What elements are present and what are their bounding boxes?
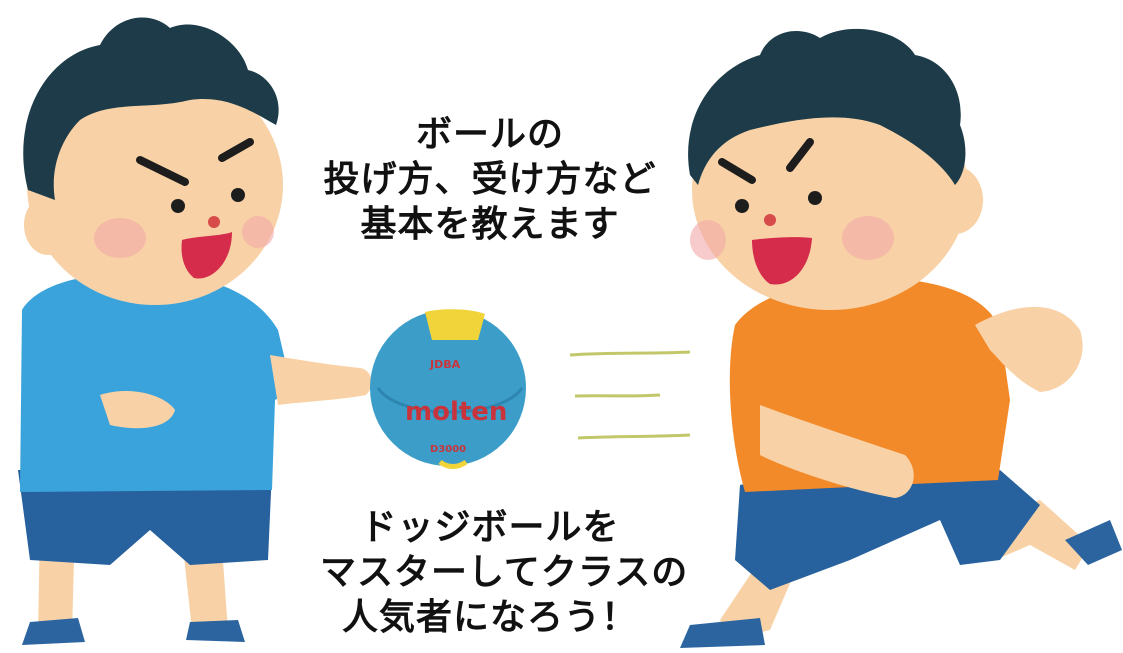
- caption-top-line-3: 基本を教えます: [360, 204, 620, 245]
- speed-lines: [569, 350, 691, 440]
- left-boy-shorts: [18, 470, 272, 565]
- ball-bottom-patch: [438, 459, 468, 469]
- ball-seam: [376, 387, 524, 414]
- right-boy-foot-back: [1065, 520, 1122, 565]
- left-boy-cheek: [94, 218, 146, 258]
- speed-line-top: [569, 350, 691, 357]
- left-boy-eye-right: [231, 188, 245, 202]
- right-boy-shorts: [735, 470, 1040, 590]
- left-boy-eyebrow-left: [136, 156, 189, 186]
- left-boy-cheek-right: [242, 216, 274, 248]
- right-boy-arm-front: [760, 405, 914, 498]
- caption-top-line-2: 投げ方、受け方など: [323, 159, 657, 200]
- right-boy-eyebrow-left: [718, 158, 756, 184]
- left-boy-arm-extended: [270, 355, 372, 405]
- right-boy: [680, 28, 1122, 648]
- dodgeball: JDBA molten D3000: [370, 309, 526, 469]
- caption-bottom: ドッジボールを マスターしてクラスの 人気者になろう！: [320, 505, 689, 640]
- ball-yellow-patch: [425, 309, 485, 340]
- left-boy-eye-left: [171, 199, 185, 213]
- right-boy-arm-raised: [975, 306, 1083, 392]
- left-boy-mouth: [181, 232, 232, 279]
- ball-top-mark: JDBA: [429, 358, 461, 371]
- caption-bottom-line-2: マスターしてクラスの: [320, 552, 689, 593]
- right-boy-mouth: [752, 237, 812, 285]
- right-boy-foot-front: [680, 618, 765, 648]
- right-boy-cheek-right: [842, 216, 894, 260]
- right-boy-hair: [688, 28, 966, 185]
- left-boy-ear: [24, 195, 72, 255]
- right-boy-ear: [927, 166, 983, 234]
- ball-brand: molten: [405, 397, 507, 427]
- left-boy: [18, 17, 372, 645]
- left-boy-hair: [23, 17, 279, 201]
- caption-bottom-line-1: ドッジボールを: [360, 507, 620, 548]
- left-boy-eyebrow-right: [218, 138, 254, 162]
- caption-top: ボールの 投げ方、受け方など 基本を教えます: [320, 112, 660, 247]
- ball-bottom-mark: D3000: [430, 444, 466, 455]
- caption-bottom-line-3: 人気者になろう！: [341, 597, 638, 638]
- speed-line-middle: [574, 393, 661, 398]
- right-boy-nose: [764, 214, 776, 226]
- ball-body: [370, 310, 526, 466]
- caption-top-line-1: ボールの: [415, 114, 564, 155]
- left-boy-foot-right: [186, 620, 245, 642]
- speed-line-bottom: [577, 433, 691, 440]
- left-boy-arm-folded: [100, 390, 175, 429]
- right-boy-eye-left: [735, 199, 749, 213]
- right-boy-eyebrow-right: [786, 138, 814, 172]
- left-boy-shirt: [20, 273, 292, 492]
- right-boy-cheek-left: [690, 220, 726, 260]
- left-boy-nose: [208, 216, 220, 228]
- right-boy-eye-right: [808, 191, 822, 205]
- left-boy-foot-left: [22, 618, 85, 645]
